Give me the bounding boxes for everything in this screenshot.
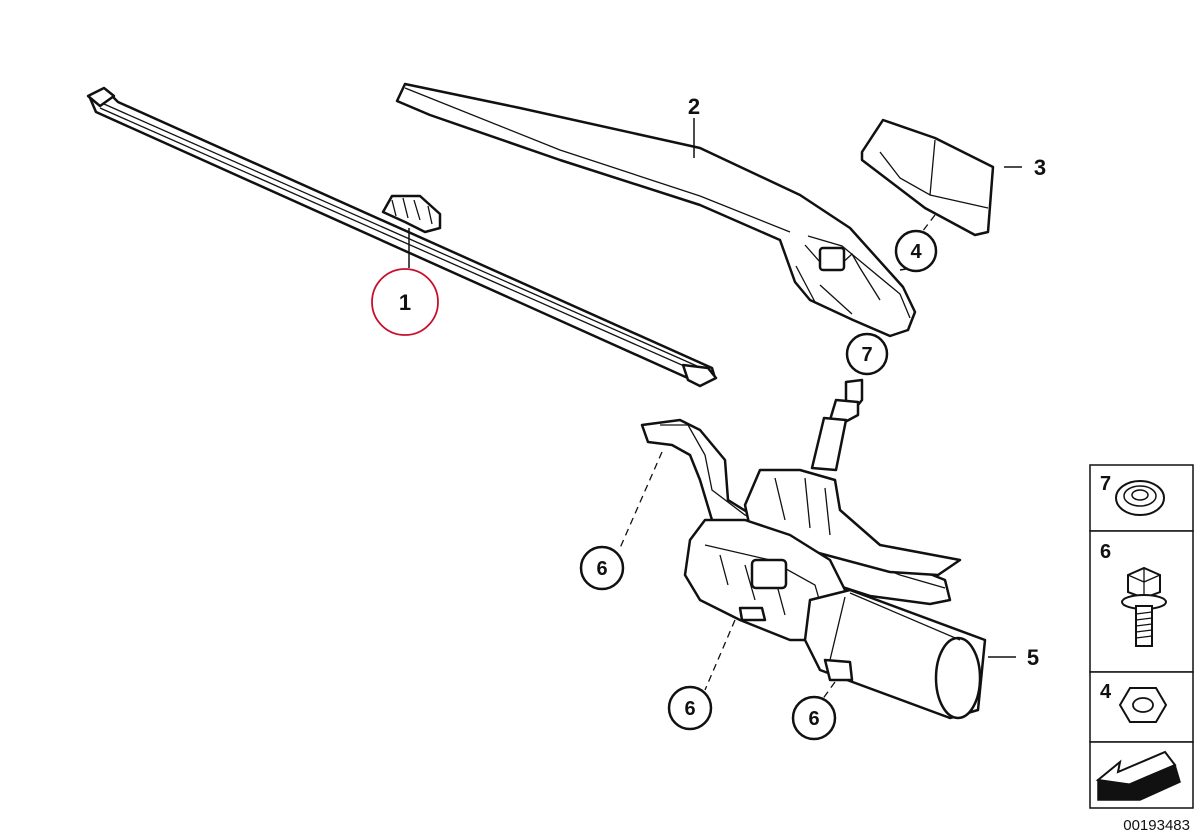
wiper-arm-part bbox=[395, 82, 917, 338]
callout-5-label[interactable]: 5 bbox=[1027, 645, 1039, 670]
bolt-icon bbox=[1121, 566, 1167, 647]
wiper-blade-part bbox=[86, 86, 718, 388]
bolt-right-dash-line bbox=[821, 681, 836, 701]
legend-washer-label: 7 bbox=[1100, 473, 1111, 495]
callout-4[interactable]: 4 bbox=[894, 229, 938, 273]
callout-6-bottom[interactable]: 6 bbox=[667, 685, 713, 731]
callout-7[interactable]: 7 bbox=[845, 332, 889, 376]
arm-cap-part bbox=[860, 118, 995, 237]
callout-6-right-circle bbox=[791, 695, 837, 741]
callout-6-bottom-label: 6 bbox=[684, 698, 695, 720]
washer-icon bbox=[1115, 480, 1165, 516]
callout-4-label: 4 bbox=[910, 241, 922, 263]
legend-bolt-label: 6 bbox=[1100, 541, 1111, 563]
bolt-left-dash-line bbox=[619, 451, 663, 549]
callout-2-label[interactable]: 2 bbox=[688, 94, 700, 119]
wiper-motor-part bbox=[640, 378, 987, 720]
callout-4-circle bbox=[894, 229, 938, 273]
callout-6-left[interactable]: 6 bbox=[579, 545, 625, 591]
callout-3-label[interactable]: 3 bbox=[1034, 155, 1046, 180]
hex-nut-icon bbox=[1118, 687, 1168, 723]
callout-7-label: 7 bbox=[861, 344, 872, 366]
direction-arrow-icon bbox=[1095, 750, 1181, 801]
callout-6-right[interactable]: 6 bbox=[791, 695, 837, 741]
bolt-bottom-dash-line bbox=[704, 619, 736, 691]
cap-dash-line bbox=[921, 214, 936, 233]
callout-7-circle bbox=[845, 332, 889, 376]
callout-6-left-circle bbox=[579, 545, 625, 591]
callout-6-bottom-circle bbox=[667, 685, 713, 731]
callout-6-right-label: 6 bbox=[808, 708, 819, 730]
callout-6-left-label: 6 bbox=[596, 558, 607, 580]
callout-1-highlight-circle bbox=[371, 268, 439, 336]
legend-nut-label: 4 bbox=[1100, 681, 1112, 703]
callout-1-label: 1 bbox=[399, 290, 411, 315]
callout-1[interactable]: 1 bbox=[371, 268, 439, 336]
document-number: 00193483 bbox=[1123, 817, 1190, 834]
legend-panel: 7 6 4 bbox=[1089, 464, 1194, 809]
